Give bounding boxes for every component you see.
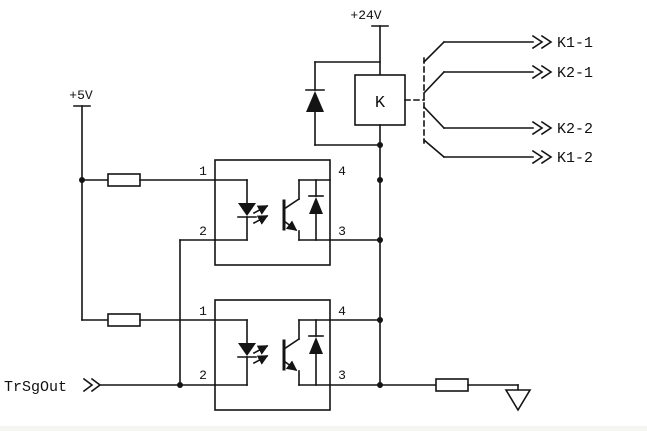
resistor-body: [107, 313, 141, 327]
ground-symbol: [504, 389, 532, 412]
output-k1-2: K1-2: [443, 149, 593, 167]
signal-input: TrSgOut: [4, 377, 216, 396]
diode-triangle: [309, 197, 323, 214]
relay-coil-box: [354, 74, 406, 126]
opto-lower-pin3-label: 3: [338, 368, 346, 383]
opto-upper-pin3-label: 3: [338, 224, 346, 239]
junction-dot: [377, 142, 383, 148]
diode-triangle: [309, 337, 323, 354]
output-arrow-icon: [540, 120, 553, 136]
junction-dot: [377, 382, 383, 388]
resistor-body: [107, 173, 141, 187]
resistor-body: [435, 378, 469, 392]
opto-lower-pin2-label: 2: [199, 368, 207, 383]
diode-triangle: [306, 91, 324, 112]
flyback-diode: [305, 61, 381, 146]
junction-dot: [177, 382, 183, 388]
transistor-emitter-arrow: [282, 359, 298, 372]
light-arrows-icon: [252, 204, 269, 225]
phototransistor-symbol: [282, 319, 331, 386]
output-clamp-diode: [308, 319, 324, 386]
phototransistor-symbol: [282, 179, 331, 241]
contact-arm-k2-1: [422, 70, 446, 95]
optocoupler-upper: 1 2 4 3: [199, 159, 346, 266]
output-k1-1: K1-1: [443, 34, 593, 52]
led-symbol: [214, 319, 257, 386]
junction-dot: [377, 237, 383, 243]
power-5v-label: +5V: [69, 88, 93, 103]
output-label-k2-1: K2-1: [557, 65, 593, 82]
led-triangle: [238, 343, 256, 356]
junction-dot: [377, 317, 383, 323]
pin2-return-wire: [179, 239, 216, 386]
output-label-k1-2: K1-2: [557, 150, 593, 167]
ground-branch: [329, 378, 532, 412]
relay-coil: K: [354, 74, 406, 126]
contact-arm-k2-2: [422, 105, 446, 130]
junction-dots: [79, 142, 383, 388]
opto-upper-pin2-label: 2: [199, 224, 207, 239]
output-arrow-icon: [540, 34, 553, 50]
output-label-k1-1: K1-1: [557, 35, 593, 52]
output-arrow-icon: [531, 64, 544, 80]
output-arrow-icon: [540, 64, 553, 80]
light-arrows-icon: [252, 344, 269, 365]
optocoupler-lower-box: [214, 299, 331, 411]
signal-input-label: TrSgOut: [4, 379, 67, 396]
contact-arm-k1-1: [422, 40, 446, 64]
relay-label: K: [375, 94, 386, 113]
output-arrow-icon: [531, 149, 544, 165]
output-k2-1: K2-1: [443, 64, 593, 82]
contact-arm-k1-2: [422, 138, 446, 159]
power-24v-label: +24V: [350, 8, 381, 23]
led-triangle: [238, 203, 256, 216]
output-arrow-icon: [540, 149, 553, 165]
output-clamp-diode: [308, 179, 324, 241]
output-arrow-icon: [531, 120, 544, 136]
resistor-upper: [81, 173, 216, 187]
output-arrow-icon: [531, 34, 544, 50]
led-symbol: [214, 179, 257, 241]
input-arrow-icon: [82, 377, 94, 393]
opto-upper-pin1-label: 1: [199, 164, 207, 179]
output-k2-2: K2-2: [443, 120, 593, 138]
resistor-lower: [81, 313, 216, 327]
junction-dot: [377, 177, 383, 183]
power-rail-24v: +24V: [350, 8, 389, 76]
transistor-emitter-arrow: [282, 219, 298, 232]
output-label-k2-2: K2-2: [557, 121, 593, 138]
optocoupler-lower: 1 2 4 3: [199, 299, 346, 411]
junction-dot: [79, 177, 85, 183]
opto-lower-pin1-label: 1: [199, 304, 207, 319]
opto-lower-pin4-label: 4: [338, 304, 346, 319]
relay-contacts: [404, 40, 446, 159]
opto-upper-pin4-label: 4: [338, 164, 346, 179]
power-rail-5v: +5V: [69, 88, 93, 321]
